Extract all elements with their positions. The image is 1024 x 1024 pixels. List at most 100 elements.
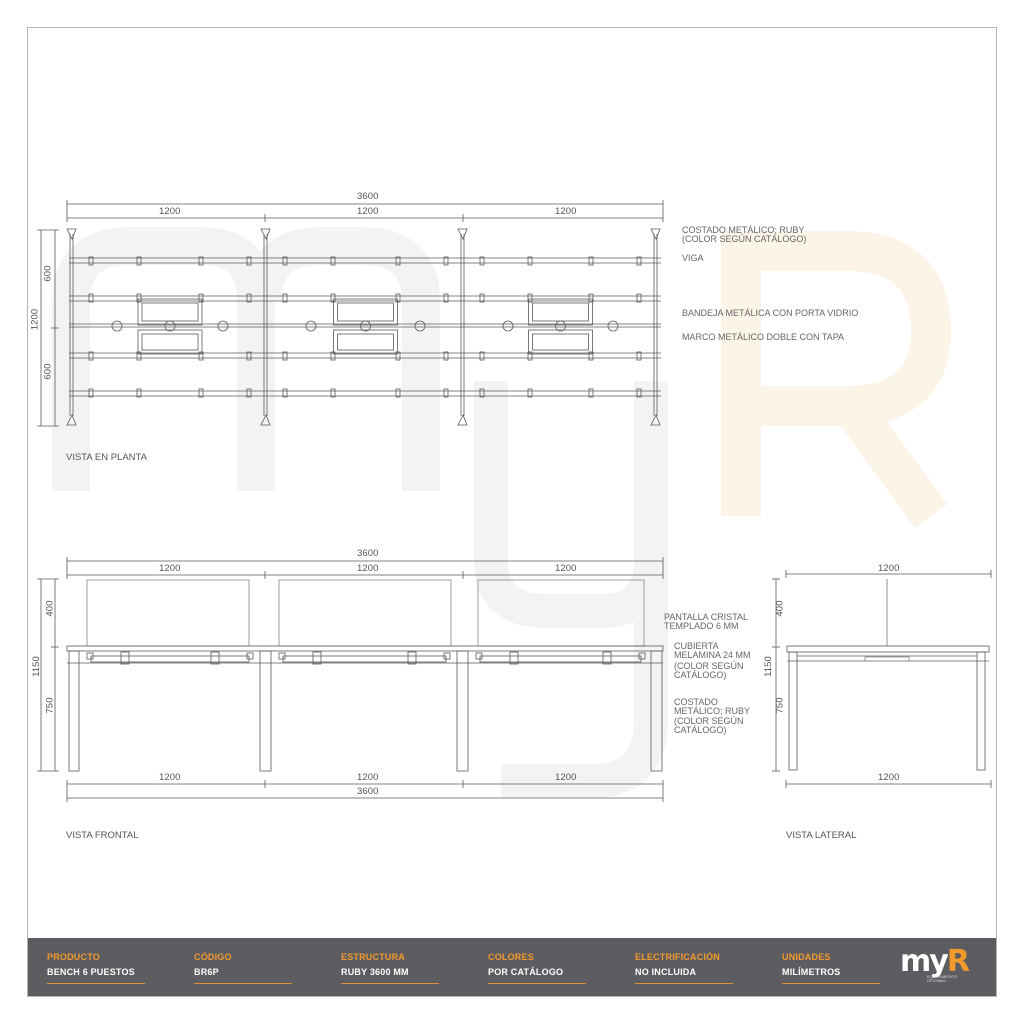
watermark-logo [52, 227, 952, 798]
plan-bolt [330, 351, 336, 361]
plan-bolt [395, 293, 401, 303]
plan-leg-foot [650, 414, 661, 426]
plan-grommet [360, 320, 371, 332]
plan-leg-foot [650, 228, 661, 240]
plan-tray [333, 329, 398, 355]
plan-bolt [88, 256, 94, 266]
plan-bolt [246, 256, 252, 266]
plan-bolt [282, 256, 288, 266]
plan-note-costado-2: (COLOR SEGÚN CATÁLOGO) [682, 234, 807, 244]
plan-tray-inner [337, 302, 394, 322]
plan-bolt [136, 351, 142, 361]
front-clamp [246, 652, 254, 660]
plan-dim-seg2: 1200 [357, 206, 379, 217]
plan-bolt [443, 351, 449, 361]
plan-bolt [443, 293, 449, 303]
front-note-costado-2: METÁLICO; RUBY [674, 706, 751, 716]
plan-bolt [527, 293, 533, 303]
front-note-cubierta-3: (COLOR SEGÚN [674, 661, 744, 671]
front-clamp [86, 652, 94, 660]
front-view-title: VISTA FRONTAL [66, 830, 139, 841]
plan-tray [137, 329, 203, 355]
plan-bolt [246, 293, 252, 303]
front-clamp [278, 652, 286, 660]
plan-bolt [282, 388, 288, 398]
footer-underline [47, 983, 145, 984]
plan-bolt [395, 256, 401, 266]
front-clamp [475, 652, 483, 660]
plan-note-viga: VIGA [682, 253, 704, 263]
plan-bolt [479, 293, 485, 303]
front-dim-top2: 1200 [357, 563, 379, 574]
front-leg [650, 650, 663, 772]
front-bracket [312, 651, 322, 665]
plan-bolt [527, 351, 533, 361]
plan-bolt [246, 388, 252, 398]
plan-bolt [198, 388, 204, 398]
plan-dim-total: 3600 [357, 191, 379, 202]
plan-bolt [479, 351, 485, 361]
footer-value: POR CATÁLOGO [488, 967, 564, 977]
logo-subtitle-1: EQUIPAMIENTO [927, 974, 958, 979]
plan-bolt [527, 388, 533, 398]
side-view-title: VISTA LATERAL [786, 830, 857, 841]
plan-bolt [246, 351, 252, 361]
footer-value: BENCH 6 PUESTOS [47, 967, 135, 977]
plan-bolt [443, 388, 449, 398]
front-dim-top1: 1200 [159, 563, 181, 574]
plan-grommet [305, 320, 317, 332]
plan-dim-half2: 600 [42, 363, 54, 380]
side-dim-top: 1200 [878, 563, 900, 574]
footer-cell-producto: PRODUCTO BENCH 6 PUESTOS [47, 952, 145, 984]
plan-bolt [636, 388, 642, 398]
plan-grommet [164, 320, 176, 332]
front-dim-bot2: 1200 [357, 772, 379, 783]
front-leg [259, 650, 272, 772]
plan-tray-inner [141, 302, 199, 322]
plan-note-costado-1: COSTADO METÁLICO; RUBY [682, 225, 805, 235]
footer-value: BR6P [194, 967, 219, 977]
front-dim-screen: 400 [44, 600, 56, 617]
front-dim-desk: 750 [44, 697, 56, 714]
plan-view [37, 200, 664, 427]
plan-bolt [636, 293, 642, 303]
plan-dim-half1: 600 [42, 265, 54, 282]
footer-label: CÓDIGO [194, 952, 232, 962]
plan-bolt [588, 256, 594, 266]
front-dim-total-h: 1150 [30, 656, 42, 677]
side-dim-total-h: 1150 [762, 656, 774, 677]
plan-tray-inner [532, 302, 589, 322]
front-view [37, 557, 664, 802]
front-bracket [210, 651, 220, 665]
plan-tray-inner [532, 333, 589, 351]
plan-bolt [88, 351, 94, 361]
front-clamp [443, 652, 451, 660]
plan-bolt [282, 293, 288, 303]
plan-bolt [395, 351, 401, 361]
footer-value: NO INCLUIDA [635, 967, 697, 977]
plan-dim-depth: 1200 [29, 308, 41, 331]
footer-underline [488, 983, 586, 984]
plan-bolt [136, 388, 142, 398]
footer-underline [341, 983, 439, 984]
front-note-cubierta-1: CUBIERTA [674, 641, 719, 651]
front-dim-total-bottom: 3600 [357, 786, 379, 797]
drawing-sheet: 3600 1200 1200 1200 1200 600 600 COSTADO… [27, 27, 997, 997]
side-dim-desk: 750 [774, 697, 786, 714]
plan-grommet [502, 320, 514, 332]
plan-leg-foot [457, 414, 468, 426]
plan-bolt [198, 256, 204, 266]
front-note-cubierta-2: MELAMINA 24 MM [674, 650, 751, 660]
plan-grommet [607, 320, 619, 332]
plan-bolt [479, 256, 485, 266]
plan-bolt [443, 256, 449, 266]
front-rail [282, 655, 447, 663]
footer-label: ESTRUCTURA [341, 952, 405, 962]
front-note-cubierta-4: CATÁLOGO) [674, 670, 727, 680]
side-view [772, 570, 992, 788]
technical-drawing [37, 200, 992, 802]
plan-bolt [588, 351, 594, 361]
plan-bolt [282, 351, 288, 361]
front-clamp [638, 652, 646, 660]
plan-tray-inner [337, 333, 394, 351]
